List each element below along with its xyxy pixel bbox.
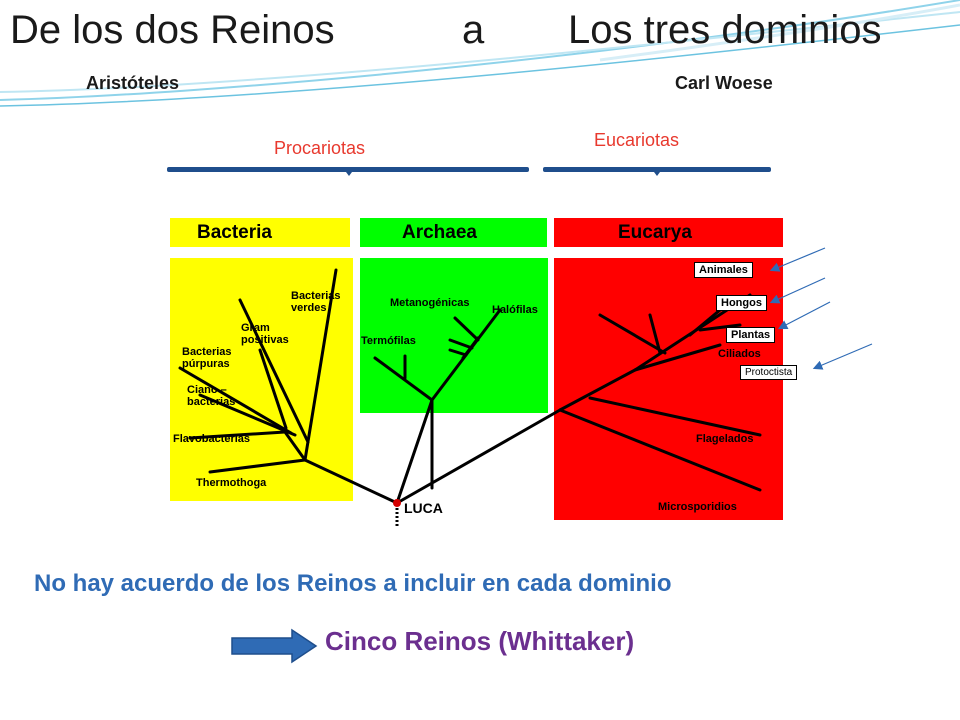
conclusion-text: Cinco Reinos (Whittaker) <box>325 626 635 656</box>
label-gram-positivas: Gram positivas <box>241 322 289 346</box>
title-right: Los tres dominios <box>568 8 882 52</box>
kingdom-pointer-arrows <box>769 247 873 370</box>
domain-archaea: Archaea <box>402 222 477 243</box>
group-procariotas: Procariotas <box>274 138 366 158</box>
author-woese: Carl Woese <box>675 73 773 93</box>
header-bacteria-bg <box>170 218 350 247</box>
label-flagelados: Flagelados <box>696 433 754 445</box>
header-archaea-bg <box>360 218 547 247</box>
label-bacterias-verdes: Bacterias verdes <box>291 290 341 314</box>
title-left: De los dos Reinos <box>10 8 335 52</box>
arrow-animales <box>769 247 826 272</box>
arrow-plantas <box>777 301 831 330</box>
right-arrow-icon <box>231 628 318 664</box>
phylogenetic-tree <box>170 218 783 526</box>
label-bacterias-purpuras: Bacterias púrpuras <box>182 346 232 370</box>
arrow-hongos <box>769 277 826 304</box>
label-gram-line1: Gram <box>241 322 270 334</box>
label-ciano-line2: bacterias <box>187 396 236 408</box>
arrow-protoctista <box>812 343 873 370</box>
domain-bacteria: Bacteria <box>197 222 272 243</box>
label-purpuras-line1: Bacterias <box>182 346 232 358</box>
label-halofilas: Halófilas <box>492 304 538 316</box>
bracket-procariotas <box>167 167 529 172</box>
header-eucarya-bg <box>554 218 783 247</box>
label-plantas: Plantas <box>726 327 776 343</box>
label-hongos: Hongos <box>716 295 767 311</box>
domain-eucarya: Eucarya <box>618 222 692 243</box>
label-microsporidios: Microsporidios <box>658 501 737 513</box>
author-aristoteles: Aristóteles <box>86 73 180 93</box>
group-brackets <box>167 167 771 176</box>
label-ciano-line1: Ciano – <box>187 384 227 396</box>
label-gram-line2: positivas <box>241 334 289 346</box>
label-ciliados: Ciliados <box>718 348 761 360</box>
group-eucariotas: Eucariotas <box>594 130 680 150</box>
label-thermothoga: Thermothoga <box>196 477 267 489</box>
label-animales: Animales <box>694 262 753 278</box>
bracket-eucariotas <box>543 167 771 172</box>
title-connector: a <box>462 8 485 52</box>
label-bacterias-verdes-line2: verdes <box>291 302 327 314</box>
label-cianobacterias: Ciano – bacterias <box>187 384 235 408</box>
label-purpuras-line2: púrpuras <box>182 358 230 370</box>
panel-archaea <box>360 258 548 413</box>
label-termofilas: Termófilas <box>361 335 416 347</box>
label-bacterias-verdes-line1: Bacterias <box>291 290 341 302</box>
label-flavobacterias: Flavobacterias <box>173 433 251 445</box>
label-luca: LUCA <box>404 500 443 516</box>
label-metanogenicas: Metanogénicas <box>390 297 470 309</box>
statement-text: No hay acuerdo de los Reinos a incluir e… <box>34 570 672 597</box>
luca-node <box>393 499 401 507</box>
label-protoctista: Protoctista <box>740 365 798 380</box>
